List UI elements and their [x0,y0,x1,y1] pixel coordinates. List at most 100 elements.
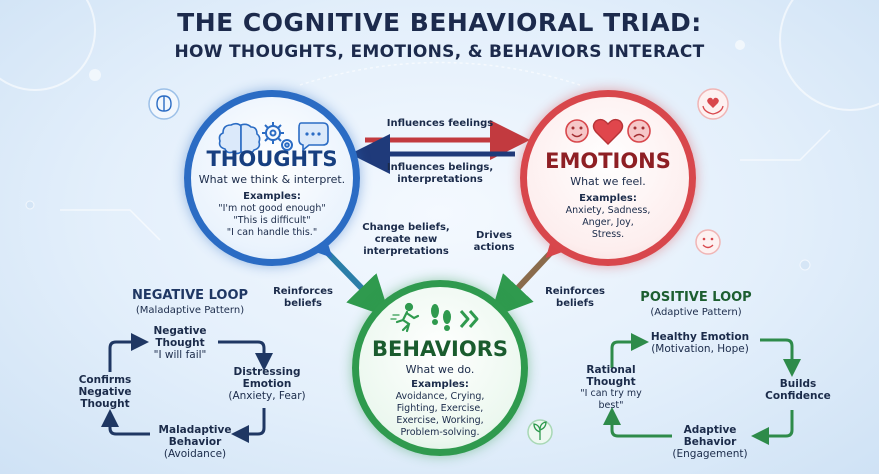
positive-loop-node-emotion: Healthy Emotion (Motivation, Hope) [640,331,760,355]
node-detail: (Avoidance) [163,448,227,460]
emotions-subtitle: What we feel. [570,175,646,188]
node-detail: "I can try my best" [580,388,642,411]
node-title: Adaptive [683,424,737,436]
label-drives-actions: Drives actions [466,230,522,254]
negative-loop-node-behavior: Maladaptive Behavior (Avoidance) [145,424,245,460]
negative-loop-arrows [101,333,273,443]
label-change-beliefs: Change beliefs, create new interpretatio… [356,222,456,258]
node-title: Distressing [233,366,301,378]
chevron-arrows-icon [459,310,479,328]
heart-icon [592,118,624,145]
negative-loop-node-emotion: Distressing Emotion (Anxiety, Fear) [222,366,312,402]
node-title: Negative [153,325,207,337]
label-reinforces-beliefs-right: Reinforces beliefs [540,286,610,310]
negative-loop-title: NEGATIVE LOOP [131,288,249,303]
emotions-title: EMOTIONS [545,149,671,173]
behaviors-example: Avoidance, Crying, [395,391,485,402]
emotions-examples-label: Examples: [579,193,637,204]
footprints-icon [431,304,451,331]
emotions-circle: EMOTIONS What we feel. Examples: Anxiety… [520,90,696,266]
page-title: THE COGNITIVE BEHAVIORAL TRIAD: [177,8,702,37]
node-detail: (Motivation, Hope) [651,343,749,355]
behaviors-subtitle: What we do. [405,363,475,376]
label-line: Reinforces [545,286,605,297]
thoughts-title: THOUGHTS [206,147,338,171]
label-influences-beliefs: Influences belings, interpretations [370,162,510,186]
thoughts-example: "This is difficult" [233,215,311,226]
thoughts-examples: "I'm not good enough" "This is difficult… [201,203,343,239]
label-reinforces-beliefs-left: Reinforces beliefs [268,286,338,310]
node-title: Thought [586,376,636,388]
node-detail: (Anxiety, Fear) [228,390,306,402]
arrow-emotions-behaviors [489,213,590,319]
emotions-example: Stress. [591,229,625,240]
node-title: Maladaptive [158,424,232,436]
label-line: create new [374,234,438,245]
negative-loop-node-confirms: Confirms Negative Thought [70,374,140,410]
thoughts-example: "I'm not good enough" [218,203,326,214]
label-line: beliefs [284,298,322,309]
behaviors-example: Exercise, Working, [396,415,484,426]
thoughts-icons [218,122,329,155]
positive-loop-arrows [603,333,801,445]
background-decoration [26,201,810,270]
label-influences-feelings: Influences feelings [386,118,494,129]
label-line: interpretations [397,174,483,185]
positive-loop-subtitle: (Adaptive Pattern) [650,307,742,318]
thoughts-circle: THOUGHTS What we think & interpret. Exam… [184,90,360,266]
emotions-example: Anxiety, Sadness, [565,205,651,216]
label-line: Influences belings, [386,162,494,173]
hands-heart-icon [697,88,729,120]
positive-loop-title: POSITIVE LOOP [640,290,752,305]
label-line: beliefs [556,298,594,309]
emotions-examples: Anxiety, Sadness, Anger, Joy, Stress. [537,205,679,241]
positive-loop-node-confidence: Builds Confidence [758,378,838,402]
node-title: Thought [155,337,205,349]
label-line: interpretations [363,246,449,257]
brain-outline-icon [148,88,180,120]
gears-icon [262,122,293,151]
label-line: actions [473,242,515,253]
negative-loop-node-thought: Negative Thought "I will fail" [140,325,220,361]
thoughts-examples-label: Examples: [243,191,301,202]
behaviors-examples-label: Examples: [411,379,469,390]
behaviors-examples: Avoidance, Crying, Fighting, Exercise, E… [369,391,511,439]
label-line: Change beliefs, [362,222,450,233]
behaviors-title: BEHAVIORS [372,337,508,361]
node-title: Behavior [683,436,737,448]
node-title: Negative [78,386,132,398]
arrow-thoughts-behaviors [288,213,391,318]
thoughts-subtitle: What we think & interpret. [198,173,346,186]
node-title: Behavior [168,436,222,448]
behaviors-circle: BEHAVIORS What we do. Examples: Avoidanc… [352,280,528,456]
positive-loop-node-behavior: Adaptive Behavior (Engagement) [660,424,760,460]
behaviors-example: Fighting, Exercise, [396,403,484,414]
running-person-icon [390,302,420,333]
positive-loop-node-thought: Rational Thought "I can try my best" [578,364,644,412]
brain-icon [218,122,261,155]
label-line: Drives [476,230,512,241]
node-title: Rational [586,364,636,376]
page-subtitle: HOW THOUGHTS, EMOTIONS, & BEHAVIORS INTE… [174,42,705,62]
plant-growth-icon [527,419,553,445]
node-title: Confirms [78,374,132,386]
node-detail: "I will fail" [153,349,207,361]
node-title: Emotion [242,378,292,390]
speech-bubble-icon [298,122,329,152]
label-line: Reinforces [273,286,333,297]
behaviors-icons [390,302,479,333]
emotions-example: Anger, Joy, [582,217,634,228]
node-title: Builds [779,378,817,390]
node-detail: (Engagement) [672,448,748,460]
thoughts-example: "I can handle this." [226,227,318,238]
smiley-face-icon [565,119,589,143]
smile-outline-icon [695,229,721,255]
sad-face-icon [627,119,651,143]
node-title: Healthy Emotion [650,331,750,343]
behaviors-example: Problem-solving. [400,427,480,438]
node-title: Thought [80,398,130,410]
emotions-icons [565,118,651,145]
negative-loop-subtitle: (Maladaptive Pattern) [135,305,245,316]
node-title: Confidence [765,390,831,402]
